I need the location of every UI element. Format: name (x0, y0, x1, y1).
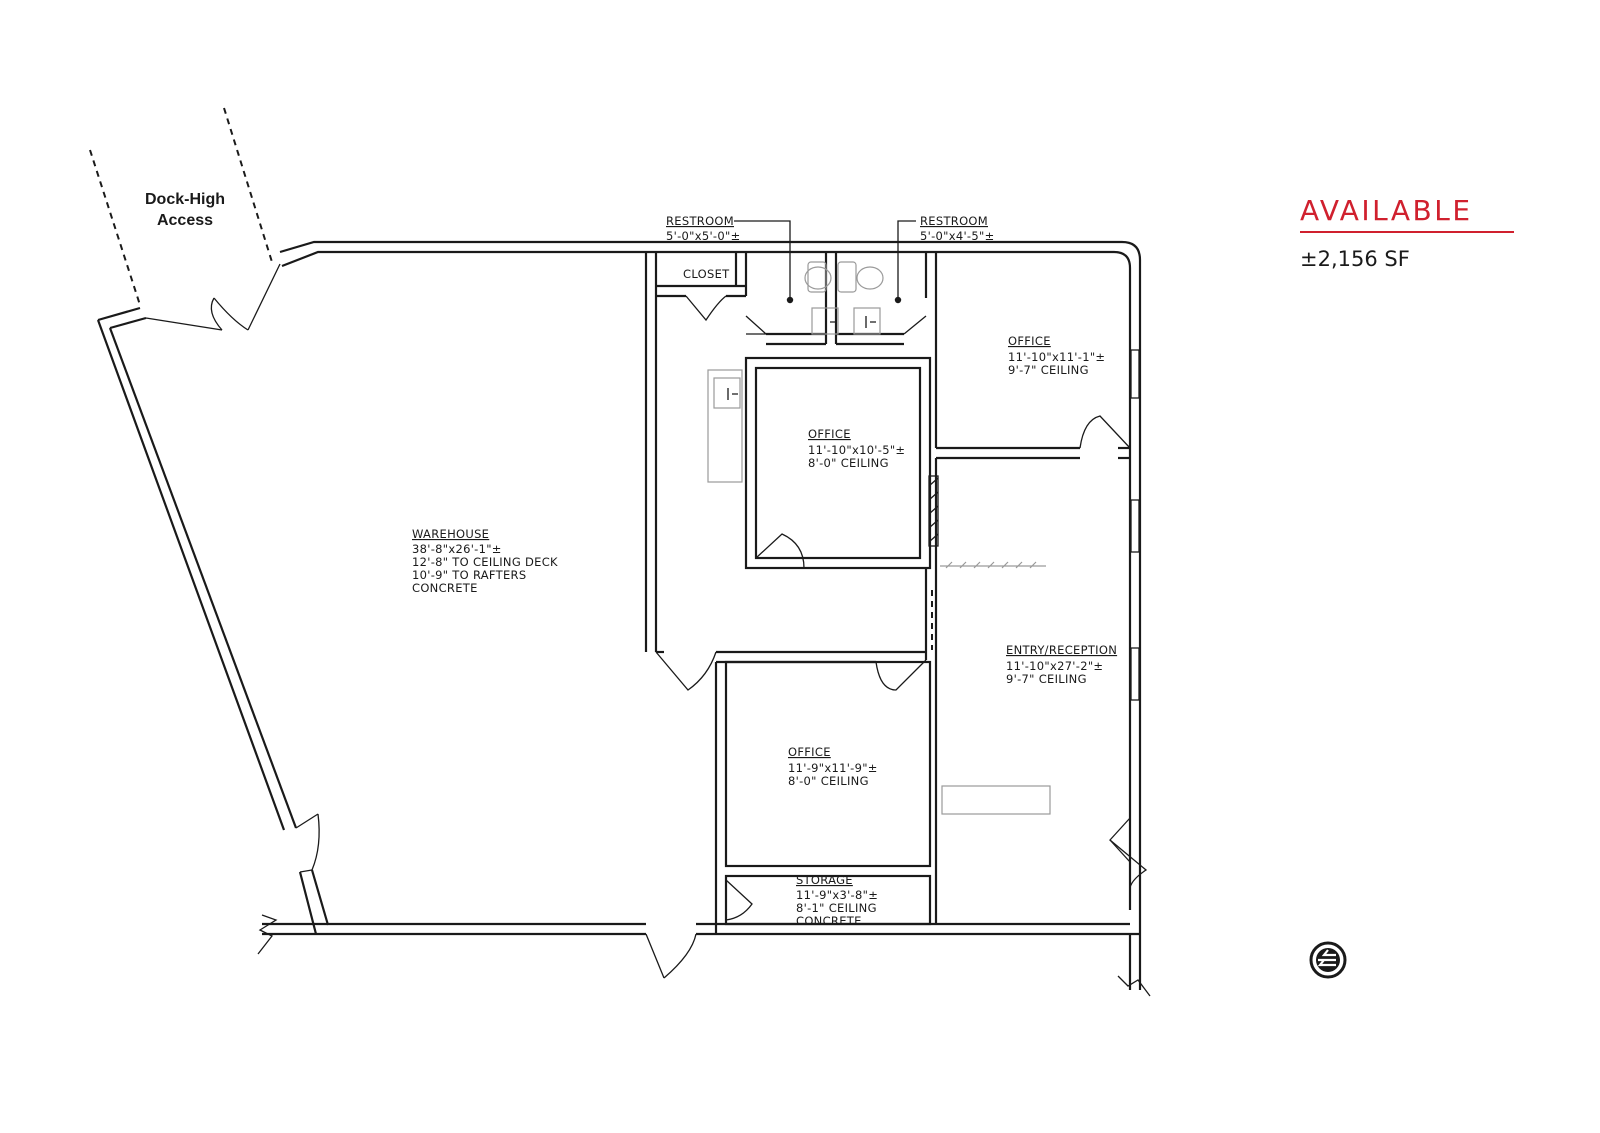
room-detail: 11'-10"x11'-1"± (1008, 350, 1105, 364)
room-detail: 11'-9"x11'-9"± (788, 761, 878, 775)
room-name: OFFICE (788, 745, 831, 759)
room-detail: 5'-0"x4'-5"± (920, 229, 995, 243)
room-name: RESTROOM (920, 214, 988, 228)
room-detail: CONCRETE (412, 581, 478, 595)
room-restroom-2: RESTROOM 5'-0"x4'-5"± (920, 214, 995, 243)
available-area: ±2,156 SF (1300, 247, 1410, 271)
room-detail: 8'-1" CEILING (796, 901, 877, 915)
room-name: ENTRY/RECEPTION (1006, 643, 1117, 657)
room-closet: CLOSET (683, 267, 730, 281)
room-name: RESTROOM (666, 214, 734, 228)
room-office-ne: OFFICE 11'-10"x11'-1"± 9'-7" CEILING (1008, 334, 1105, 377)
room-storage: STORAGE 11'-9"x3'-8"± 8'-1" CEILING CONC… (796, 873, 878, 928)
room-name: CLOSET (683, 267, 730, 281)
dock-label-line1: Dock-High (145, 191, 225, 208)
availability-panel: AVAILABLE ±2,156 SF (1300, 194, 1514, 271)
availability-status: AVAILABLE (1300, 194, 1514, 233)
room-detail: 10'-9" TO RAFTERS (412, 568, 526, 582)
sink-icon (853, 307, 881, 335)
room-detail: 9'-7" CEILING (1008, 363, 1089, 377)
room-office-south: OFFICE 11'-9"x11'-9"± 8'-0" CEILING (788, 745, 878, 788)
side-door (295, 813, 320, 873)
sink-icon (811, 307, 839, 335)
exterior-walls (96, 240, 1151, 997)
entrance-arrow-icon (1309, 941, 1347, 979)
toilet-icon (837, 261, 884, 293)
room-entry: ENTRY/RECEPTION 11'-10"x27'-2"± 9'-7" CE… (1006, 643, 1117, 686)
interior-walls (644, 252, 1148, 934)
room-warehouse: WAREHOUSE 38'-8"x26'-1"± 12'-8" TO CEILI… (412, 527, 558, 595)
room-detail: 8'-0" CEILING (808, 456, 889, 470)
dock-door (145, 263, 281, 331)
dock-label-line2: Access (157, 212, 213, 229)
room-detail: CONCRETE (796, 914, 862, 928)
room-detail: 11'-10"x10'-5"± (808, 443, 905, 457)
room-name: OFFICE (1008, 334, 1051, 348)
room-restroom-1: RESTROOM 5'-0"x5'-0"± (666, 214, 741, 243)
room-name: STORAGE (796, 873, 853, 887)
room-name: WAREHOUSE (412, 527, 489, 541)
room-detail: 38'-8"x26'-1"± (412, 542, 502, 556)
toilet-icon (804, 261, 832, 293)
leader-lines (734, 220, 916, 300)
dock-access-lines (89, 107, 273, 306)
dock-label: Dock-High Access (145, 191, 225, 229)
room-detail: 11'-10"x27'-2"± (1006, 659, 1103, 673)
room-detail: 12'-8" TO CEILING DECK (412, 555, 558, 569)
room-detail: 9'-7" CEILING (1006, 672, 1087, 686)
fixtures (707, 261, 902, 483)
room-office-center: OFFICE 11'-10"x10'-5"± 8'-0" CEILING (808, 427, 905, 470)
room-name: OFFICE (808, 427, 851, 441)
room-detail: 8'-0" CEILING (788, 774, 869, 788)
room-detail: 11'-9"x3'-8"± (796, 888, 878, 902)
room-detail: 5'-0"x5'-0"± (666, 229, 741, 243)
bottom-door (645, 933, 697, 979)
